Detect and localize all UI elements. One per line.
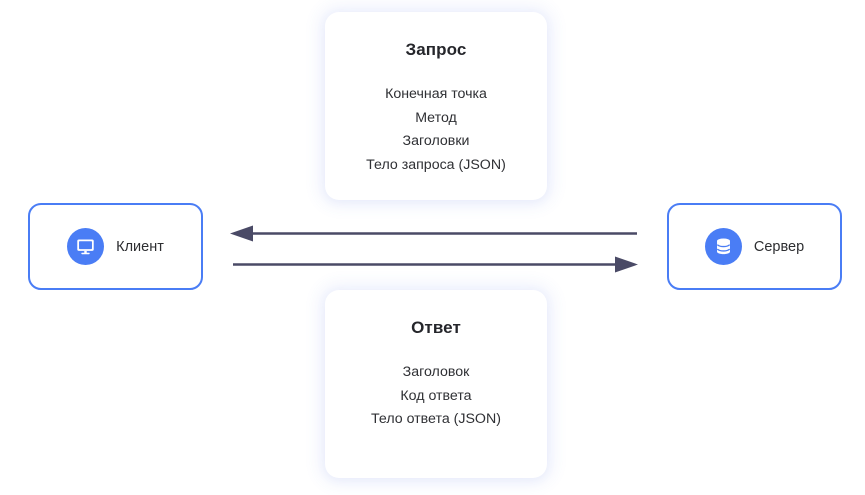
request-line-method: Метод: [415, 109, 457, 126]
response-card-lines: Заголовок Код ответа Тело ответа (JSON): [325, 361, 547, 432]
server-node-label: Сервер: [753, 238, 805, 255]
request-arrow: [233, 256, 638, 273]
request-card: Запрос Конечная точка Метод Заголовки Те…: [325, 12, 547, 200]
response-card: Ответ Заголовок Код ответа Тело ответа (…: [325, 290, 547, 478]
request-card-lines: Конечная точка Метод Заголовки Тело запр…: [325, 83, 547, 177]
request-line-body: Тело запроса (JSON): [366, 156, 506, 173]
response-card-title: Ответ: [411, 318, 461, 337]
response-line-status-code: Код ответа: [400, 387, 472, 404]
database-icon: [704, 228, 742, 265]
response-line-body: Тело ответа (JSON): [371, 411, 501, 427]
client-node: Клиент: [28, 203, 203, 290]
monitor-icon: [67, 228, 105, 265]
request-line-headers: Заголовки: [402, 133, 470, 149]
request-line-endpoint: Конечная точка: [385, 86, 487, 102]
response-arrow: [230, 225, 637, 242]
client-node-label: Клиент: [116, 238, 164, 255]
request-card-title: Запрос: [405, 40, 467, 59]
server-node: Сервер: [667, 203, 842, 290]
response-line-header: Заголовок: [402, 364, 470, 380]
